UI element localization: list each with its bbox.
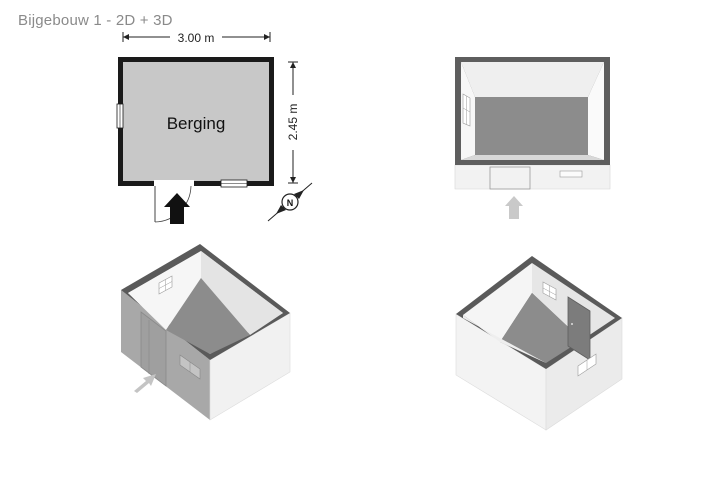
view-3d-iso-right [455, 256, 623, 431]
window-icon [559, 170, 583, 178]
entrance-arrow-icon [164, 193, 190, 224]
depth-label: 2.45 m [286, 104, 300, 141]
room-label: Berging [167, 114, 226, 133]
width-label: 3.00 m [178, 31, 215, 45]
entrance-arrow-icon [505, 196, 523, 219]
compass-icon: N [267, 182, 313, 222]
floorplan-2d: 3.00 m 2.45 m Berging [116, 31, 313, 224]
window-icon [577, 353, 597, 377]
compass-letter: N [287, 198, 294, 208]
room-floor [123, 62, 269, 181]
view-3d-iso-left [121, 244, 291, 421]
page-title: Bijgebouw 1 - 2D + 3D [18, 12, 173, 29]
door-icon [140, 311, 167, 387]
view-3d-top [454, 57, 611, 219]
door-opening [154, 180, 194, 187]
window-icon [462, 93, 471, 127]
width-dimension: 3.00 m [122, 31, 271, 45]
door-icon [489, 166, 531, 190]
depth-dimension: 2.45 m [286, 61, 300, 184]
window-icon [542, 281, 557, 301]
window-icon [158, 275, 173, 295]
window-icon [179, 354, 201, 380]
entrance-arrow-icon [134, 374, 156, 393]
